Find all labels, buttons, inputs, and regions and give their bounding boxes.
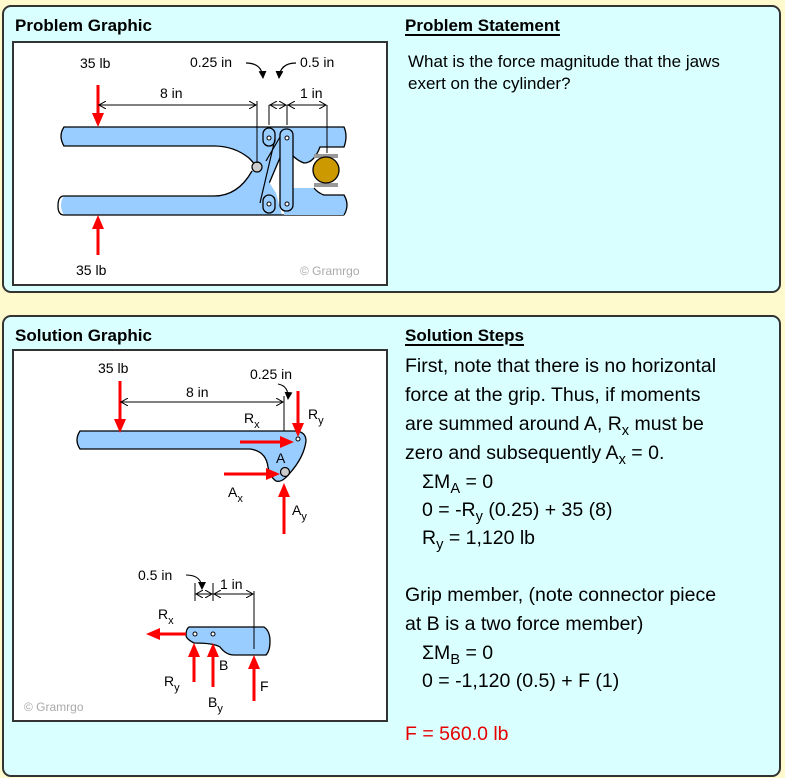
dim-8-label: 8 in — [160, 85, 183, 101]
dim-1-label: 1 in — [300, 85, 323, 101]
dim-05-label: 0.5 in — [300, 54, 334, 70]
solution-panel: Solution Graphic Solution Steps © Gramrg… — [2, 315, 781, 777]
solution-steps: First, note that there is no horizontal … — [405, 352, 775, 749]
rx-label-grip: Rx — [158, 606, 174, 627]
ry-label-grip: Ry — [164, 673, 180, 694]
step-text: are summed around A, Rx must be — [405, 413, 704, 440]
ax-label: Ax — [228, 484, 243, 505]
equation: ΣMA = 0 — [422, 471, 494, 498]
force-bottom-label: 35 lb — [76, 262, 107, 278]
final-answer: F = 560.0 lb — [405, 723, 509, 745]
equation: 0 = -Ry (0.25) + 35 (8) — [422, 499, 613, 526]
dim-025-label: 0.25 in — [190, 54, 232, 70]
force-top-label: 35 lb — [80, 55, 111, 71]
connector-link — [279, 128, 294, 212]
force-35-label: 35 lb — [98, 360, 129, 376]
f-label: F — [260, 678, 269, 694]
solution-steps-title: Solution Steps — [405, 326, 524, 345]
lower-handle — [61, 165, 282, 215]
pliers-diagram: © Gramrgo — [57, 54, 360, 278]
pivot-pin-a — [251, 161, 263, 173]
step-text: First, note that there is no horizontal — [405, 355, 717, 377]
by-label: By — [208, 694, 223, 715]
solution-graphic: © Gramrgo 35 lb 8 in 0.25 in Ry Rx A Ax — [12, 349, 388, 722]
problem-statement-text: What is the force magnitude that the jaw… — [408, 52, 720, 93]
equation: 0 = -1,120 (0.5) + F (1) — [422, 670, 620, 692]
problem-statement-title: Problem Statement — [405, 16, 560, 35]
upper-handle — [60, 126, 347, 188]
cylinder — [312, 156, 340, 184]
handle-fbd — [76, 430, 307, 482]
dim-05-label: 0.5 in — [138, 567, 172, 583]
pin-a — [279, 466, 291, 478]
equation: ΣMB = 0 — [422, 642, 494, 669]
point-b-label: B — [219, 657, 228, 673]
dim-8-label: 8 in — [186, 384, 209, 400]
step-text: force at the grip. Thus, if moments — [405, 384, 701, 406]
step-text: at B is a two force member) — [405, 613, 644, 635]
dim-025-label: 0.25 in — [250, 366, 292, 382]
solution-graphic-title: Solution Graphic — [15, 326, 152, 345]
problem-graphic: © Gramrgo — [12, 41, 388, 286]
dim-1-label: 1 in — [220, 576, 243, 592]
rx-label: Rx — [244, 410, 260, 431]
grip-member-fbd — [185, 626, 271, 656]
problem-panel: Problem Graphic Problem Statement © Gram… — [2, 5, 781, 293]
step-text: zero and subsequently Ax = 0. — [405, 442, 665, 469]
step-text: Grip member, (note connector piece — [405, 584, 717, 606]
equation: Ry = 1,120 lb — [422, 527, 536, 554]
point-a-label: A — [276, 450, 286, 466]
problem-graphic-title: Problem Graphic — [15, 16, 152, 35]
free-body-diagrams: © Gramrgo 35 lb 8 in 0.25 in Ry Rx A Ax — [24, 360, 324, 715]
watermark: © Gramrgo — [300, 264, 360, 278]
ay-label: Ay — [292, 502, 307, 523]
ry-label: Ry — [308, 406, 324, 427]
watermark: © Gramrgo — [24, 700, 84, 714]
